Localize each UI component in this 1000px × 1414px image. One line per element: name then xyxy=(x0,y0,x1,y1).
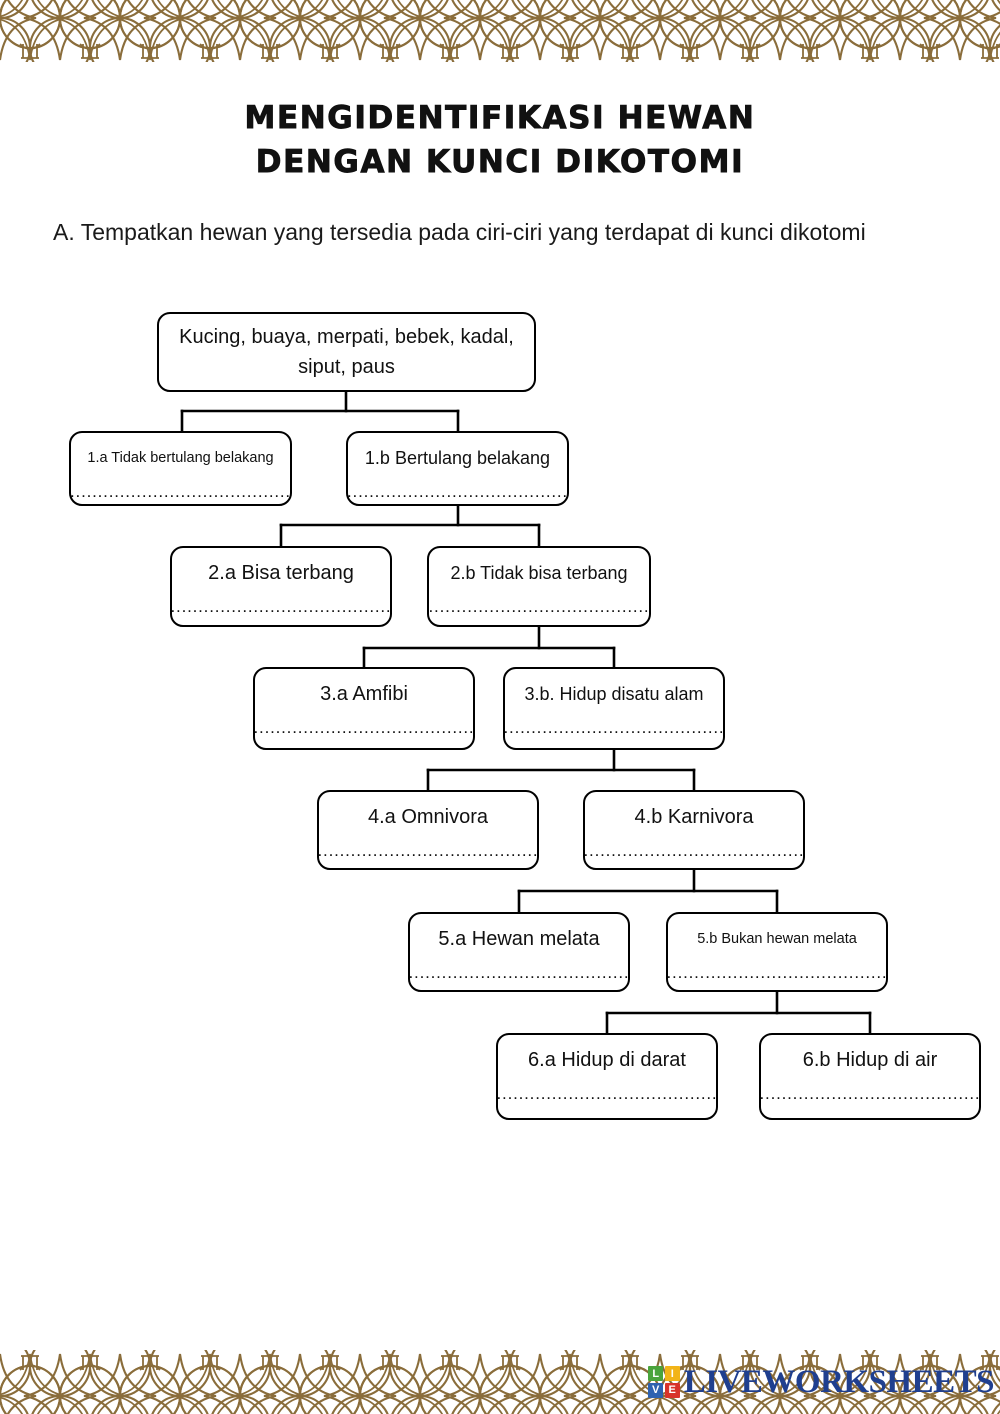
node-3b-label: 3.b. Hidup disatu alam xyxy=(524,684,704,704)
node-6a[interactable]: 6.a Hidup di darat .....................… xyxy=(496,1033,718,1120)
node-5a-answer-line[interactable]: ........................................ xyxy=(408,963,630,982)
node-3a-answer-line[interactable]: ........................................ xyxy=(253,718,475,737)
node-6b-label: 6.b Hidup di air xyxy=(802,1049,938,1071)
node-2a-label: 2.a Bisa terbang xyxy=(208,562,354,584)
logo-block-l: L xyxy=(648,1366,664,1382)
node-6a-answer-line[interactable]: ........................................ xyxy=(496,1084,718,1103)
node-root[interactable]: Kucing, buaya, merpati, bebek, kadal, si… xyxy=(157,312,536,392)
node-root-label: Kucing, buaya, merpati, bebek, kadal, si… xyxy=(179,326,514,378)
node-4b-answer-line[interactable]: ........................................ xyxy=(583,841,805,860)
node-6b-answer-line[interactable]: ........................................ xyxy=(759,1084,981,1103)
node-3b-answer-line[interactable]: ........................................ xyxy=(503,718,725,737)
node-2a[interactable]: 2.a Bisa terbang .......................… xyxy=(170,546,392,627)
node-4b[interactable]: 4.b Karnivora ..........................… xyxy=(583,790,805,870)
node-1a-answer-line[interactable]: ........................................ xyxy=(70,482,291,501)
node-5b[interactable]: 5.b Bukan hewan melata .................… xyxy=(666,912,888,992)
page-title: MENGIDENTIFIKASI HEWAN DENGAN KUNCI DIKO… xyxy=(0,96,1000,184)
node-1b-answer-line[interactable]: ........................................ xyxy=(347,482,568,501)
node-1a[interactable]: 1.a Tidak bertulang belakang ...........… xyxy=(69,431,292,506)
node-1b[interactable]: 1.b Bertulang belakang .................… xyxy=(346,431,569,506)
logo-block-e: E xyxy=(664,1382,680,1398)
node-5b-answer-line[interactable]: ........................................ xyxy=(666,963,888,982)
node-3a-label: 3.a Amfibi xyxy=(320,683,408,705)
node-4b-label: 4.b Karnivora xyxy=(634,806,754,828)
liveworksheets-wordmark: LIVEWORKSHEETS xyxy=(683,1364,995,1400)
node-5a-label: 5.a Hewan melata xyxy=(438,928,600,950)
node-6b[interactable]: 6.b Hidup di air .......................… xyxy=(759,1033,981,1120)
logo-block-i: I xyxy=(664,1366,680,1382)
instruction-text: A. Tempatkan hewan yang tersedia pada ci… xyxy=(53,219,866,245)
node-1b-label: 1.b Bertulang belakang xyxy=(364,448,551,468)
logo-block-v: V xyxy=(648,1382,664,1398)
node-2b-label: 2.b Tidak bisa terbang xyxy=(450,563,628,583)
node-3a[interactable]: 3.a Amfibi .............................… xyxy=(253,667,475,750)
node-5b-label: 5.b Bukan hewan melata xyxy=(697,931,857,947)
node-2b[interactable]: 2.b Tidak bisa terbang .................… xyxy=(427,546,651,627)
node-3b[interactable]: 3.b. Hidup disatu alam .................… xyxy=(503,667,725,750)
node-4a-answer-line[interactable]: ........................................ xyxy=(317,841,539,860)
node-2a-answer-line[interactable]: ........................................ xyxy=(170,597,392,616)
liveworksheets-logo[interactable]: L I V E LIVEWORKSHEETS xyxy=(648,1362,995,1402)
node-5a[interactable]: 5.a Hewan melata .......................… xyxy=(408,912,630,992)
node-1a-label: 1.a Tidak bertulang belakang xyxy=(87,450,274,466)
node-4a[interactable]: 4.a Omnivora ...........................… xyxy=(317,790,539,870)
node-2b-answer-line[interactable]: ........................................ xyxy=(428,597,650,616)
title-line-1: MENGIDENTIFIKASI HEWAN xyxy=(244,100,756,137)
node-6a-label: 6.a Hidup di darat xyxy=(528,1049,686,1071)
node-4a-label: 4.a Omnivora xyxy=(367,806,489,828)
liveworksheets-logo-icon: L I V E xyxy=(648,1366,680,1398)
title-line-2: DENGAN KUNCI DIKOTOMI xyxy=(255,144,745,181)
